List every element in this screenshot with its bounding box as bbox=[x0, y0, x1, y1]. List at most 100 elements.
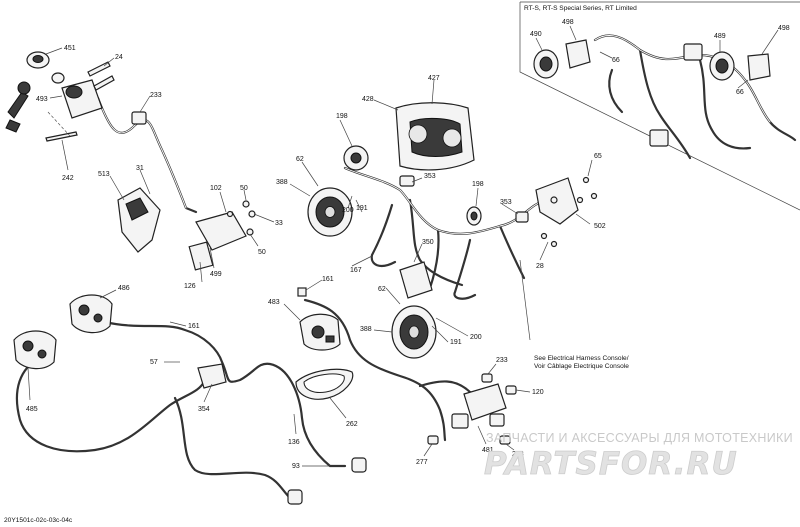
callout-50-b: 50 bbox=[258, 249, 266, 256]
callout-277: 277 bbox=[416, 459, 428, 466]
part-451-cover bbox=[26, 51, 50, 69]
part-key bbox=[5, 81, 31, 133]
callout-233-c: 233 bbox=[512, 451, 524, 458]
part-198-tweeter bbox=[343, 145, 369, 171]
part-498-bracket-inset-b bbox=[747, 53, 771, 81]
part-499-module bbox=[188, 211, 247, 271]
callout-483: 483 bbox=[268, 299, 280, 306]
part-262-strap bbox=[295, 368, 354, 400]
part-50-33-screws bbox=[226, 200, 256, 236]
part-connector-lower bbox=[351, 457, 367, 473]
part-65-screws bbox=[576, 176, 598, 204]
part-353-connector-b bbox=[515, 211, 529, 223]
callout-499: 499 bbox=[210, 271, 222, 278]
part-388-speaker-right bbox=[391, 305, 437, 359]
callout-451: 451 bbox=[64, 45, 76, 52]
callout-161-b: 161 bbox=[188, 323, 200, 330]
callout-167: 167 bbox=[350, 267, 362, 274]
callout-513: 513 bbox=[98, 171, 110, 178]
callout-labels: 451 24 493 233 242 31 513 102 50 33 50 4… bbox=[26, 19, 790, 470]
callout-428: 428 bbox=[362, 96, 374, 103]
callout-191: 191 bbox=[356, 205, 368, 212]
part-120-plug bbox=[505, 385, 517, 395]
drawing-code: 20Y1501c-02c-03c-04c bbox=[4, 517, 73, 524]
callout-66: 66 bbox=[612, 57, 620, 64]
callout-350: 350 bbox=[422, 239, 434, 246]
watermark-tagline: ЗАПЧАСТИ И АКСЕССУАРЫ ДЛЯ МОТОТЕХНИКИ bbox=[486, 431, 793, 445]
callout-489: 489 bbox=[714, 33, 726, 40]
part-242-pin bbox=[45, 131, 78, 142]
callout-486: 486 bbox=[118, 285, 130, 292]
callout-28: 28 bbox=[536, 263, 544, 270]
harness-note: See Electrical Harness Console/ Voir Câb… bbox=[534, 355, 629, 370]
part-502-bracket bbox=[535, 177, 579, 225]
callout-233-b: 233 bbox=[496, 357, 508, 364]
callout-161: 161 bbox=[322, 276, 334, 283]
callout-31: 31 bbox=[136, 165, 144, 172]
watermark-logo: PARTSFOR.RU bbox=[484, 446, 738, 482]
callout-65: 65 bbox=[594, 153, 602, 160]
part-233-connector bbox=[131, 111, 147, 125]
watermark: ЗАПЧАСТИ И АКСЕССУАРЫ ДЛЯ МОТОТЕХНИКИ PA… bbox=[484, 431, 793, 482]
callout-120: 120 bbox=[532, 389, 544, 396]
callout-354: 354 bbox=[198, 406, 210, 413]
callout-33: 33 bbox=[275, 220, 283, 227]
callout-24: 24 bbox=[115, 54, 123, 61]
note-line-1: See Electrical Harness Console/ bbox=[534, 355, 629, 362]
part-485-left-switch-lower bbox=[13, 330, 57, 370]
part-486-left-switch bbox=[69, 294, 113, 334]
callout-388-b: 388 bbox=[360, 326, 372, 333]
inset-title: RT-S, RT-S Special Series, RT Limited bbox=[524, 5, 637, 12]
callout-493: 493 bbox=[36, 96, 48, 103]
part-498-bracket-inset bbox=[565, 39, 591, 69]
callout-485: 485 bbox=[26, 406, 38, 413]
part-198-tweeter-right bbox=[466, 206, 482, 226]
callout-353-b: 353 bbox=[500, 199, 512, 206]
part-233-connector-b bbox=[481, 373, 493, 383]
callout-136: 136 bbox=[288, 439, 300, 446]
part-connector-bottom bbox=[287, 489, 303, 505]
callout-93: 93 bbox=[292, 463, 300, 470]
callout-198: 198 bbox=[336, 113, 348, 120]
part-28-bolts bbox=[540, 232, 558, 248]
callout-388: 388 bbox=[276, 179, 288, 186]
callout-427: 427 bbox=[428, 75, 440, 82]
callout-353: 353 bbox=[424, 173, 436, 180]
callout-66-b: 66 bbox=[736, 89, 744, 96]
callout-502: 502 bbox=[594, 223, 606, 230]
callout-62: 62 bbox=[296, 156, 304, 163]
part-161-clip bbox=[297, 287, 307, 297]
callout-262: 262 bbox=[346, 421, 358, 428]
callout-242: 242 bbox=[62, 175, 74, 182]
callout-498-b: 498 bbox=[778, 25, 790, 32]
callout-200-b: 200 bbox=[470, 334, 482, 341]
part-354-bracket bbox=[197, 363, 227, 389]
part-489-speaker-inset bbox=[709, 51, 735, 81]
callout-198-b: 198 bbox=[472, 181, 484, 188]
part-353-connector bbox=[399, 175, 415, 187]
part-388-speaker-left bbox=[307, 187, 353, 237]
part-493-ignition-switch bbox=[51, 72, 103, 119]
callout-102: 102 bbox=[210, 185, 222, 192]
part-513-bracket bbox=[117, 187, 161, 253]
callout-233: 233 bbox=[150, 92, 162, 99]
part-481-module bbox=[451, 383, 507, 429]
callout-481: 481 bbox=[482, 447, 494, 454]
callout-498: 498 bbox=[562, 19, 574, 26]
part-277-connector bbox=[427, 435, 439, 445]
parts bbox=[5, 39, 771, 505]
part-350-connector bbox=[399, 261, 433, 299]
leaders bbox=[27, 25, 779, 467]
callout-126: 126 bbox=[184, 283, 196, 290]
part-233-connector-c bbox=[499, 435, 511, 445]
part-490-speaker-inset bbox=[533, 49, 559, 79]
callout-62-b: 62 bbox=[378, 286, 386, 293]
callout-57: 57 bbox=[150, 359, 158, 366]
note-line-2: Voir Câblage Electrique Console bbox=[534, 363, 629, 370]
part-427-instrument-cluster bbox=[395, 102, 475, 171]
part-inset-module bbox=[649, 129, 669, 147]
callout-191-b: 191 bbox=[450, 339, 462, 346]
callout-200: 200 bbox=[342, 207, 354, 214]
